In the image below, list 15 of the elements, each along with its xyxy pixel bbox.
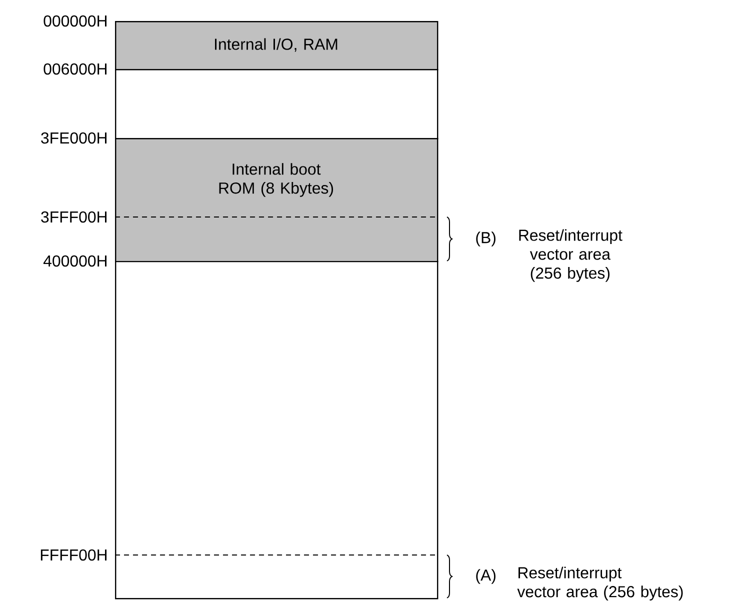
- region-label: Internal I/O, RAM: [215, 38, 338, 52]
- address-label: 000000H: [44, 15, 106, 27]
- memory-region: [115, 21, 438, 70]
- annotation-text: Reset/interrupt vector area (256 bytes): [517, 566, 683, 600]
- region-label: Internal boot ROM (8 Kbytes): [219, 163, 333, 197]
- annotation-label: (A): [476, 569, 496, 584]
- address-label: 3FFF00H: [41, 211, 106, 223]
- memory-region: [115, 260, 438, 600]
- address-label: 400000H: [43, 255, 106, 267]
- memory-region: [115, 69, 438, 140]
- address-label: 006000H: [44, 63, 106, 75]
- annotation-text: Reset/interrupt vector area (256 bytes): [519, 229, 622, 282]
- memory-region: [115, 138, 438, 262]
- address-label: 3FE000H: [41, 132, 106, 144]
- annotation-label: (B): [476, 232, 496, 246]
